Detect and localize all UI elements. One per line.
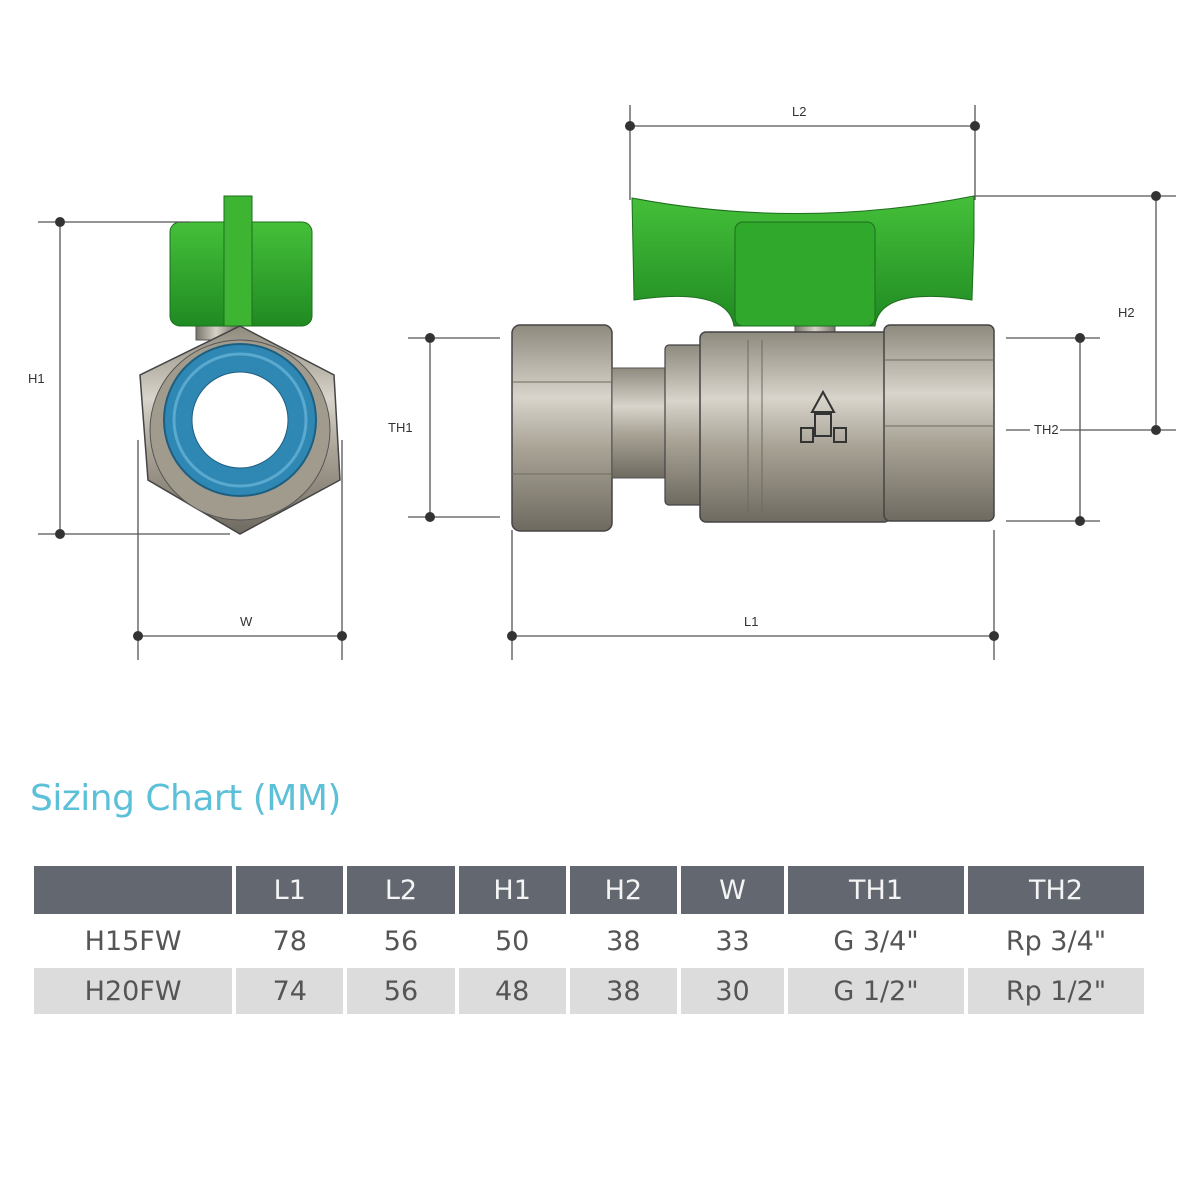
cell-th1: G 1/2"	[788, 968, 965, 1014]
cell-l2: 56	[383, 925, 419, 957]
dim-w	[133, 440, 347, 660]
valve-body	[699, 331, 891, 523]
header-cell-th1: TH1	[788, 866, 965, 914]
dim-h2	[975, 191, 1176, 435]
label-h1: H1	[28, 371, 45, 386]
label-th1: TH1	[388, 420, 413, 435]
cell-model: H15FW	[84, 925, 182, 957]
body-logo	[800, 389, 847, 443]
side-handle	[631, 195, 975, 327]
front-handle	[169, 195, 313, 327]
header-cell-h2: H2	[569, 866, 677, 914]
header-cell-h1: H1	[458, 866, 566, 914]
cell-h1: 48	[458, 968, 566, 1014]
dim-h1	[38, 217, 230, 539]
sizing-table: L1 L2 H1 H2 W TH1 TH2 H15FW 78 56 50 38 …	[30, 862, 1148, 1018]
cell-w: 33	[715, 925, 750, 957]
header-cell-w: W	[680, 866, 785, 914]
table-row: H20FW 74 56 48 38 30 G 1/2" Rp 1/2"	[34, 968, 1144, 1014]
cell-h1: 50	[494, 925, 530, 957]
cell-h2: 38	[606, 925, 641, 957]
header-cell-th2: TH2	[968, 866, 1144, 914]
cell-l1: 74	[236, 968, 344, 1014]
label-l2: L2	[792, 104, 806, 119]
label-l1: L1	[744, 614, 758, 629]
sizing-chart-title: Sizing Chart (MM)	[30, 778, 341, 819]
cell-l2: 56	[347, 968, 455, 1014]
bore-hole	[191, 371, 289, 469]
dim-th1	[408, 333, 500, 522]
dim-th2	[1006, 333, 1100, 526]
cell-th1: G 3/4"	[833, 925, 919, 957]
cell-th2: Rp 3/4"	[1005, 925, 1107, 957]
cell-model: H20FW	[34, 968, 233, 1014]
header-cell-l1: L1	[236, 866, 344, 914]
header-cell-model	[34, 866, 233, 914]
dim-l2	[625, 105, 980, 200]
label-w: W	[240, 614, 253, 629]
left-nut	[511, 324, 613, 532]
table-row: H15FW 78 56 50 38 33 G 3/4" Rp 3/4"	[34, 918, 1144, 964]
cell-w: 30	[680, 968, 785, 1014]
valve-drawing: H1 W	[28, 104, 1176, 660]
dim-l1	[507, 530, 999, 660]
header-cell-l2: L2	[347, 866, 455, 914]
cell-h2: 38	[569, 968, 677, 1014]
side-view: L2 H2 TH1 TH2	[388, 104, 1176, 660]
cell-l1: 78	[272, 925, 307, 957]
table-header-row: L1 L2 H1 H2 W TH1 TH2	[34, 866, 1144, 914]
right-end	[883, 324, 995, 522]
cell-th2: Rp 1/2"	[968, 968, 1144, 1014]
label-h2: H2	[1118, 305, 1135, 320]
label-th2: TH2	[1034, 422, 1059, 437]
front-view: H1 W	[28, 195, 347, 660]
